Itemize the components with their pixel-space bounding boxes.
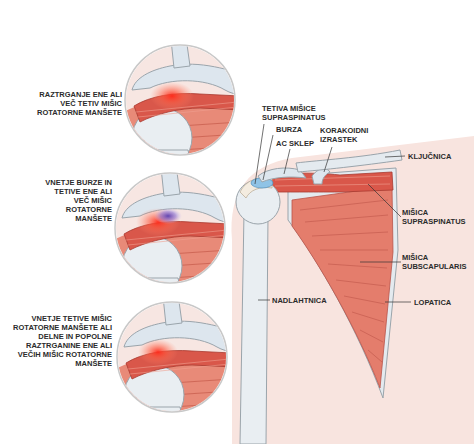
leader-lines (284, 149, 290, 174)
subscapularis-muscle (292, 186, 393, 388)
body-silhouette (232, 136, 474, 444)
clavicle-bone (296, 150, 402, 172)
part-label: MIŠICA SUBSCAPULARIS (402, 253, 470, 271)
part-label: NADLAHTNICA (272, 296, 336, 305)
zoom-circle-tendinitis (102, 287, 247, 427)
leader-lines (360, 262, 401, 263)
body-silhouette (232, 136, 474, 444)
supraspinatus-muscle (275, 176, 390, 186)
zoom-circle-tear (150, 82, 194, 110)
zoom-circle-tendinitis (138, 339, 178, 365)
leader-lines (255, 124, 411, 302)
subscapularis-muscle (292, 186, 393, 388)
part-label: LOPATICA (414, 298, 468, 307)
zoom-circle-tendinitis (102, 287, 247, 427)
part-label: KLJUČNICA (408, 152, 468, 161)
zoom-circle-tear (110, 30, 255, 170)
part-label: AC SKLEP (276, 139, 326, 148)
leader-lines (385, 302, 411, 303)
leader-lines (258, 300, 270, 301)
subscapularis-muscle (300, 200, 388, 362)
zoom-circle-tear (110, 30, 255, 170)
part-label: MIŠICA SUPRASPINATUS (402, 208, 470, 226)
leader-lines (324, 147, 332, 172)
zoom-circle-bursitis (154, 208, 182, 224)
leader-lines (385, 156, 405, 157)
scapula-bone (288, 168, 398, 398)
zoom-circle-bursitis (100, 158, 245, 298)
clavicle-bone (296, 150, 402, 172)
part-label: KORAKOIDNI IZRASTEK (320, 126, 382, 144)
zoom-circle-bursitis (100, 158, 245, 298)
leader-lines (255, 124, 264, 184)
humerus-bone (240, 212, 268, 444)
zoom-circle-tendinitis (102, 287, 247, 427)
zoom-circle-bursitis (100, 158, 245, 298)
scapula-bone (288, 168, 398, 398)
humerus-bone (236, 180, 280, 444)
zoom-circle-tear (110, 30, 255, 170)
part-label: VNETJE BURZE IN TETIVE ENE ALI VEČ MIŠIC… (44, 178, 112, 223)
leader-lines (263, 135, 273, 180)
part-label: RAZTRGANJE ENE ALI VEČ TETIV MIŠIC ROTAT… (28, 90, 122, 117)
part-label: TETIVA MIŠICE SUPRASPINATUS (262, 104, 334, 122)
part-label: BURZA (276, 125, 316, 134)
part-label: VNETJE TETIVE MIŠIC ROTATORNE MANŠETE AL… (10, 314, 112, 368)
leader-lines (368, 184, 401, 217)
